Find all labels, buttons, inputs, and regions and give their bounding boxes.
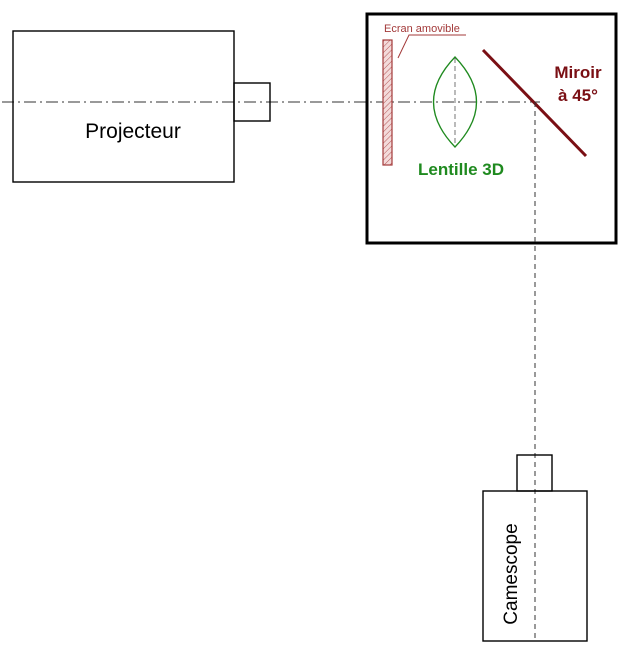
camcorder-label: Camescope (501, 523, 522, 624)
removable-screen (382, 39, 393, 166)
lens-3d (433, 56, 477, 148)
removable-screen-label: Ecran amovible (384, 23, 460, 35)
mirror-label-line1: Miroir (554, 63, 602, 82)
projector-body (12, 30, 235, 183)
projector-lens (233, 82, 271, 122)
lens-label: Lentille 3D (418, 160, 504, 179)
screen-label-leader (397, 34, 466, 59)
enclosure-box (365, 12, 618, 245)
mirror-label-line2: à 45° (558, 86, 598, 105)
camcorder-body (482, 490, 588, 642)
projector-label: Projecteur (85, 120, 181, 143)
